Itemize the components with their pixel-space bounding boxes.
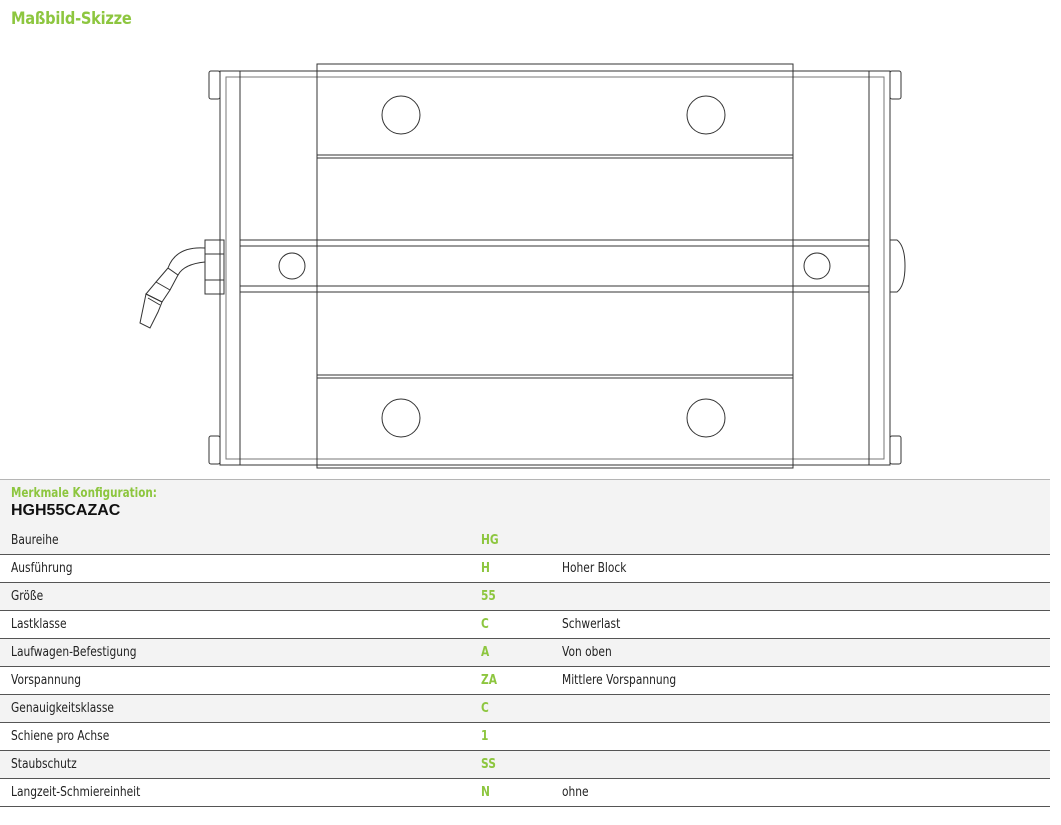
table-row: Ausführung H Hoher Block [0,555,1050,583]
corner-tab-top-right [889,70,902,100]
table-row: Schiene pro Achse 1 [0,723,1050,751]
table-row: Vorspannung ZA Mittlere Vorspannung [0,667,1050,695]
grease-nipple-elbow [167,247,206,276]
end-hole-left [278,252,306,280]
configuration-label: Merkmale Konfiguration: [11,486,157,501]
row-code: H [481,561,490,576]
end-cap-right [889,239,906,293]
row-name: Langzeit-Schmiereinheit [11,785,141,800]
row-code: ZA [481,673,497,688]
row-description: ohne [562,785,589,800]
spec-table: Baureihe HG Ausführung H Hoher Block Grö… [0,527,1050,807]
mounting-hole-bottom-right [686,398,726,438]
row-code: 55 [481,589,496,604]
corner-tab-bottom-left [208,435,221,465]
row-code: SS [481,757,496,772]
corner-tab-top-left [208,70,221,100]
mounting-hole-top-right [686,95,726,135]
end-hole-right [803,252,831,280]
carriage-body [316,63,794,469]
row-description: Mittlere Vorspannung [562,673,677,688]
mounting-hole-bottom-left [381,398,421,438]
table-row: Laufwagen-Befestigung A Von oben [0,639,1050,667]
row-name: Baureihe [11,533,59,548]
row-name: Schiene pro Achse [11,729,110,744]
row-code: 1 [481,729,489,744]
row-code: N [481,785,490,800]
row-name: Größe [11,589,44,604]
configuration-header: Merkmale Konfiguration: HGH55CAZAC [0,479,1050,528]
row-name: Ausführung [11,561,73,576]
row-description: Hoher Block [562,561,627,576]
grease-nipple-head [139,293,163,329]
block-end-plate-inner [225,76,885,460]
row-name: Staubschutz [11,757,77,772]
row-description: Von oben [562,645,612,660]
row-code: C [481,617,489,632]
page-title: Maßbild-Skizze [11,9,132,29]
table-row: Genauigkeitsklasse C [0,695,1050,723]
table-row: Größe 55 [0,583,1050,611]
corner-tab-bottom-right [889,435,902,465]
row-code: A [481,645,490,660]
table-row: Staubschutz SS [0,751,1050,779]
grease-nipple-hex [204,239,225,295]
dimension-sketch [139,63,906,469]
configuration-code: HGH55CAZAC [11,502,121,519]
row-code: C [481,701,489,716]
table-row: Langzeit-Schmiereinheit N ohne [0,779,1050,807]
mounting-hole-top-left [381,95,421,135]
row-name: Genauigkeitsklasse [11,701,114,716]
row-name: Vorspannung [11,673,82,688]
table-row: Baureihe HG [0,527,1050,555]
row-name: Laufwagen-Befestigung [11,645,137,660]
table-row: Lastklasse C Schwerlast [0,611,1050,639]
row-code: HG [481,533,499,548]
row-description: Schwerlast [562,617,621,632]
row-name: Lastklasse [11,617,67,632]
block-end-plate-outline [219,70,891,466]
